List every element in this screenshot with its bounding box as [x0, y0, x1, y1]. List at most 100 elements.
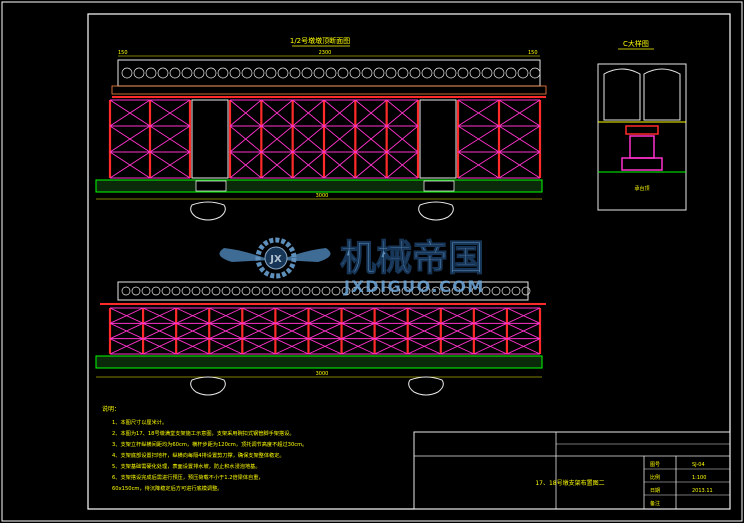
box-girder-top: [117, 59, 541, 87]
scaffold-brace: [407, 322, 441, 340]
girder-cell: [291, 286, 301, 296]
scaffold-brace: [175, 307, 210, 324]
pile-cap-right-bottom: [408, 376, 444, 396]
scaffold-brace: [457, 99, 500, 127]
girder-cell: [469, 67, 481, 79]
scaffold-brace: [142, 338, 177, 355]
girder-cell: [517, 67, 529, 79]
elevation-view-bottom: 3000: [95, 281, 546, 396]
girder-cell: [505, 67, 517, 79]
girder-cell: [141, 286, 151, 296]
girder-cell: [373, 67, 385, 79]
dim-bottom-overall: 3000: [316, 371, 329, 377]
brand-cn: 机械帝国: [340, 238, 484, 279]
scaffold-brace: [229, 151, 262, 179]
girder-cell: [451, 286, 461, 296]
scaffold-brace: [109, 99, 151, 127]
scaffold-brace: [261, 125, 293, 153]
sheet-title: 17、18号墩支架布置图二: [535, 479, 604, 487]
girder-cells-top: [121, 67, 541, 79]
girder-cell: [457, 67, 469, 79]
scaffold-brace: [498, 151, 541, 179]
scaffold-brace: [242, 322, 276, 340]
girder-cell: [171, 286, 181, 296]
girder-cell: [431, 286, 441, 296]
girder-cell: [421, 286, 431, 296]
girder-cell: [331, 286, 341, 296]
notes-lines: 1、本图尺寸以厘米计。2、本图为17、18号墩满堂支架施工示意图，支架采用碗扣式…: [112, 418, 307, 492]
notes-heading: 说明：: [102, 405, 120, 413]
watermark: JX 机械帝国 JXDIGUO.COM: [219, 237, 485, 296]
scaffold-brace: [440, 322, 475, 340]
girder-cell: [121, 67, 133, 79]
scaffold-brace: [149, 151, 191, 179]
scaffold-brace: [341, 307, 375, 324]
girder-cell: [251, 286, 261, 296]
detail-view: C大样图 承台顶: [597, 39, 687, 211]
dim-top-left: 150: [118, 50, 128, 56]
girder-cell: [145, 67, 157, 79]
view1-title: 1/2号墩墩顶断面图: [290, 36, 350, 45]
dim-top-right: 150: [528, 50, 538, 56]
title-row-value: 1:100: [692, 475, 706, 481]
scaffold-brace: [109, 307, 144, 324]
scaffold-brace: [175, 338, 210, 355]
scaffold-brace: [355, 99, 387, 127]
scaffold-brace: [275, 307, 309, 324]
scaffold-brace: [275, 322, 309, 340]
girder-cell: [521, 286, 531, 296]
dim-top-lower-total: 3000: [316, 193, 329, 199]
scaffold-brace: [149, 99, 191, 127]
girder-cell: [481, 286, 491, 296]
scaffold-brace: [308, 322, 342, 340]
title-row-value: SJ-04: [692, 462, 705, 468]
detail-title: C大样图: [623, 39, 649, 48]
girder-cell: [131, 286, 141, 296]
girder-cell: [385, 67, 397, 79]
girder-cell: [341, 286, 351, 296]
note-line: 1、本图尺寸以厘米计。: [112, 418, 167, 426]
pile-cap-right-top: [418, 201, 454, 221]
note-line: 5、支架基础需硬化处理，表面设置排水坡，防止积水浸泡地基。: [112, 462, 261, 470]
scaffold-brace: [473, 307, 508, 324]
scaffold-brace: [323, 125, 356, 153]
girder-cell: [271, 286, 281, 296]
sheet-inner-frame: [87, 13, 731, 510]
scaffold-brace: [407, 307, 441, 324]
scaffold-brace: [142, 322, 177, 340]
girder-cell: [481, 67, 493, 79]
girder-cell: [501, 286, 511, 296]
scaffold-brace: [242, 338, 276, 355]
logo-text: JX: [269, 254, 282, 265]
note-line: 6、支架搭设完成后需进行预压，预压荷载不小于1.2倍梁体自重，: [112, 473, 264, 481]
note-line: 60x150cm，待沉降稳定后方可进行底模调整。: [112, 484, 222, 492]
scaffold-brace: [386, 151, 419, 179]
girder-cell: [321, 286, 331, 296]
girder-cell: [133, 67, 145, 79]
girder-cell: [337, 67, 349, 79]
pile-cap-left-top: [190, 201, 226, 221]
scaffold-brace: [386, 125, 419, 153]
scaffold-frames-top: [108, 99, 542, 179]
girder-cell: [181, 67, 193, 79]
dim-top-overall: 2300: [319, 50, 332, 56]
girder-cell: [261, 286, 271, 296]
scaffold-brace: [229, 99, 262, 127]
scaffold-brace: [473, 338, 508, 355]
girder-cell: [409, 67, 421, 79]
girder-cell: [411, 286, 421, 296]
scaffold-brace: [261, 99, 293, 127]
brand-en: JXDIGUO.COM: [343, 277, 485, 296]
girder-cell: [351, 286, 361, 296]
box-girder-bottom: [117, 281, 529, 301]
elevation-view-top: 1/2号墩墩顶断面图 2300 150 150 3000: [95, 36, 547, 221]
girder-cell: [191, 286, 201, 296]
girder-cell: [433, 67, 445, 79]
scaffold-brace: [292, 151, 325, 179]
girder-cell: [381, 286, 391, 296]
scaffold-brace: [109, 338, 144, 355]
scaffold-brace: [498, 125, 541, 153]
